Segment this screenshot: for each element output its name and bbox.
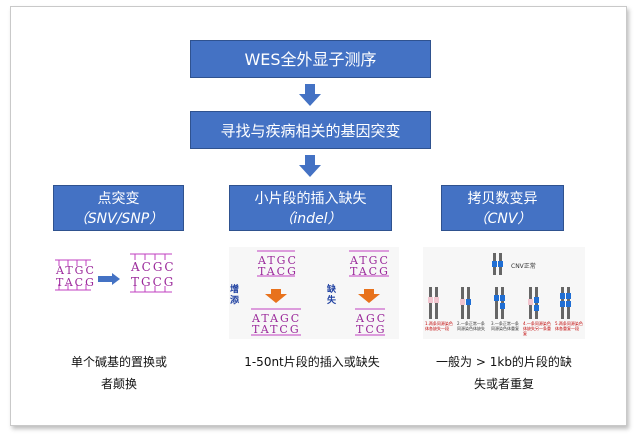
cnv-normal-label: CNV正常 bbox=[511, 263, 536, 270]
indel-ins-top-after: ATAGC bbox=[252, 312, 302, 325]
cnv-note-3: 3.一条正常一条同源染色体重复 bbox=[491, 321, 519, 331]
cnv-note-1: 1.两条同源染色体各缺失一段 bbox=[425, 321, 453, 331]
indel-del-bottom-before: TACG bbox=[350, 265, 390, 278]
cnv-note-5: 5.两条同源染色体各重复一段 bbox=[555, 321, 583, 331]
flow-arrow-1 bbox=[299, 84, 321, 106]
caption-cnv: 一般为 > 1kb的片段的缺 失或者重复 bbox=[424, 351, 584, 395]
snv-left-bottom-seq: TACG bbox=[56, 276, 96, 289]
category-snv-box: 点突变 （SNV/SNP） bbox=[53, 185, 184, 231]
snv-left-top-seq: ATGC bbox=[56, 264, 96, 277]
snv-right-strand-lines bbox=[130, 253, 172, 293]
category-indel-title: 小片段的插入缺失 bbox=[254, 191, 367, 207]
caption-cnv-line1: 一般为 > 1kb的片段的缺 bbox=[436, 355, 572, 369]
cnv-chromosomes bbox=[428, 253, 571, 319]
indel-del-top-before: ATGC bbox=[350, 254, 390, 267]
cnv-illustration: CNV正常 1.两条同源染色体各缺失一段 2.一条正常一条同源染色体缺失 3.一… bbox=[423, 247, 585, 339]
wes-sequencing-box: WES全外显子测序 bbox=[190, 40, 431, 78]
category-cnv-box: 拷贝数变异 （CNV） bbox=[441, 185, 564, 231]
cnv-note-2: 2.一条正常一条同源染色体缺失 bbox=[457, 321, 485, 331]
indel-illustration: ATGC TACG ATGC TACG 增 添 缺 失 ATAGC TATCG … bbox=[229, 247, 399, 339]
snv-left-strand-lines bbox=[55, 259, 91, 291]
indel-ins-top-before: ATGC bbox=[258, 254, 298, 267]
caption-snv: 单个碱基的置换或 者颠换 bbox=[44, 351, 194, 395]
indel-deletion-label: 缺 失 bbox=[327, 285, 337, 306]
indel-insertion-label: 增 添 bbox=[230, 285, 240, 306]
caption-indel: 1-50nt片段的插入或缺失 bbox=[222, 351, 402, 373]
category-cnv-subtitle: （CNV） bbox=[473, 211, 532, 227]
indel-ins-bottom-after: TATCG bbox=[252, 323, 301, 336]
caption-cnv-line2: 失或者重复 bbox=[473, 377, 534, 391]
indel-del-top-after: AGC bbox=[356, 312, 388, 325]
category-snv-subtitle: （SNV/SNP） bbox=[73, 211, 164, 227]
caption-snv-line1: 单个碱基的置换或 bbox=[70, 355, 167, 369]
indel-del-bottom-after: TCG bbox=[356, 323, 387, 336]
category-snv-title: 点突变 bbox=[97, 191, 140, 207]
indel-ins-bottom-before: TACG bbox=[258, 265, 298, 278]
category-cnv-title: 拷贝数变异 bbox=[467, 191, 538, 207]
snv-right-top-seq: ACGC bbox=[131, 260, 176, 274]
caption-indel-line1: 1-50nt片段的插入或缺失 bbox=[244, 355, 380, 369]
category-indel-box: 小片段的插入缺失 （indel） bbox=[229, 185, 392, 231]
caption-snv-line2: 者颠换 bbox=[100, 377, 137, 391]
category-indel-subtitle: （indel） bbox=[279, 211, 342, 227]
indel-strand-lines bbox=[251, 250, 389, 336]
snv-right-bottom-seq: TGCG bbox=[131, 275, 176, 289]
cnv-note-4: 4.一条同源染色体缺失另一条重复 bbox=[523, 321, 551, 336]
snv-arrow-icon bbox=[98, 273, 120, 285]
find-mutation-box: 寻找与疾病相关的基因突变 bbox=[190, 111, 431, 149]
flow-arrow-2 bbox=[299, 155, 321, 177]
